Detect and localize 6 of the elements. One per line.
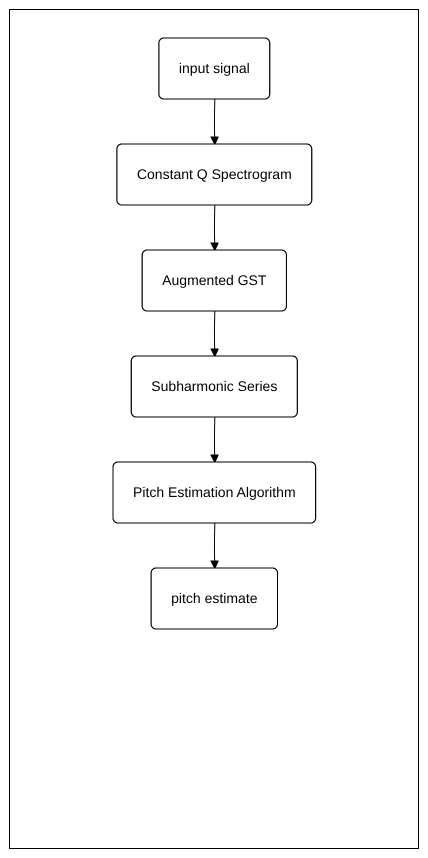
arrow (210, 523, 219, 569)
arrow (210, 205, 219, 251)
arrow (210, 417, 219, 463)
arrow (210, 99, 219, 145)
arrow (210, 311, 219, 357)
flowchart-drawing: input signal Constant Q Spectrogram Augmented GST Subharmonic Series Pitch Estimation Algorithm pitch estimate (104, 30, 324, 637)
